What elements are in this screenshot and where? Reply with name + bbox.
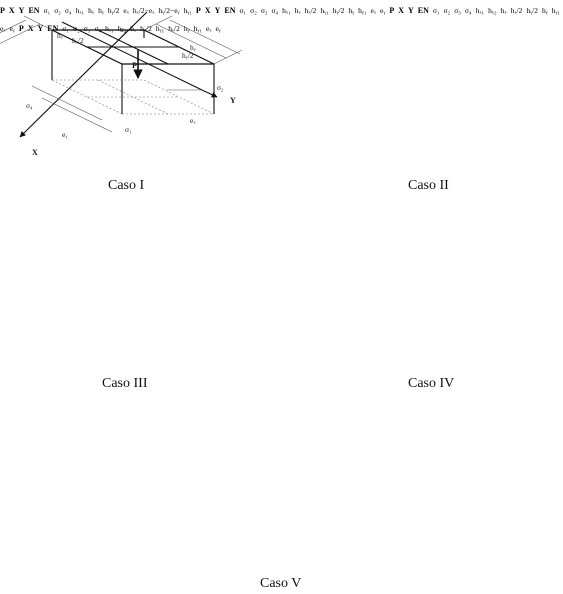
sigma4-label-4: σ₄ [464, 6, 472, 15]
case-5-diagram: P X Y EN σ₁ σ₂ σ₃ σ₄ hₓ₁ hₓ₂ hₓ hₓ/2 hᵧ₁… [19, 18, 221, 35]
hy-label-2: hᵧ [98, 6, 104, 15]
hx2-label-3: hₓ/2 [304, 6, 317, 15]
neutral-axis-label-3: EN [224, 6, 236, 15]
axis-y-label-2: Y [18, 6, 25, 15]
hy-label-5: hᵧ [183, 24, 190, 33]
hy-label-4: hᵧ [541, 6, 548, 15]
case-2-diagram: P X Y EN σ₁ σ₂ σ₄ hₓ₁ hₓ hᵧ hᵧ/2 eₓ hₓ/2… [0, 0, 196, 17]
hx1-label-4: hₓ₁ [475, 6, 485, 15]
hx2-label-5: hₓ₂ [117, 24, 127, 33]
ex-label-1: eₓ [190, 116, 196, 125]
sigma3-label-3: σ₃ [260, 6, 268, 15]
hy1-label-3: hᵧ₁ [320, 6, 329, 15]
axis-y-label-3: Y [214, 6, 221, 15]
axis-y-label-5: Y [37, 24, 44, 33]
sigma2-label-2: σ₂ [54, 6, 61, 15]
hy2-label-4: hᵧ/2 [526, 6, 538, 15]
axis-x-label-2: X [8, 6, 15, 15]
ey-label-5: eᵧ [215, 24, 221, 33]
ex-label-4: eₓ [0, 24, 6, 33]
axis-x-label-4: X [398, 6, 404, 15]
hy1-label-4: hᵧ₁ [551, 6, 561, 15]
axis-x-label-3: X [204, 6, 211, 15]
hy2-label-3: hᵧ/2 [332, 6, 345, 15]
hx2-label-1: hₓ/2 [72, 36, 84, 45]
sigma4-label-2: σ₄ [64, 6, 72, 15]
sigma3-label-4: σ₃ [454, 6, 461, 15]
hx-label-3: hₓ [294, 6, 301, 15]
load-p-label-5: P [18, 24, 24, 33]
case-1-diagram: P X Y σ₁ σ₂ σ₃ σ₄ hₓ hₓ/2 hᵧ hᵧ/2 eₓ eᵧ [0, 12, 252, 157]
axis-x-label-1: X [32, 148, 38, 157]
hx-label-1: hₓ [57, 31, 64, 40]
ey-label-3: eᵧ [379, 6, 386, 15]
hy2-label-1: hᵧ/2 [182, 51, 194, 61]
hx1-label-5: hₓ₁ [105, 24, 114, 33]
hy-label-1: hᵧ [190, 43, 196, 53]
sigma1-label-1: σ₁ [125, 125, 132, 134]
hy2-label-2: hᵧ/2 [107, 6, 120, 15]
sigma1-label-4: σ₁ [432, 6, 440, 15]
case-4-diagram: P X Y EN σ₁ σ₂ σ₃ σ₄ hₓ₁ hₓ₂ hₓ hₓ/2 hᵧ/… [0, 0, 560, 35]
sigma1-label-2: σ₁ [43, 6, 51, 15]
case-4-caption: Caso IV [408, 376, 455, 391]
neutral-axis-label-4: EN [417, 6, 429, 15]
hx2b-label-4: hₓ/2 [510, 6, 523, 15]
axis-y-label-4: Y [407, 6, 414, 15]
axis-y-label-1: Y [230, 96, 236, 105]
hx-label-5: hₓ [130, 24, 137, 33]
ex-label-5: eₓ [205, 24, 212, 33]
hy1b-label-3: hᵧ₁ [358, 6, 367, 15]
hx1-label-2: hₓ₁ [75, 6, 85, 15]
sigma4-label-1: σ₄ [26, 101, 33, 110]
load-p-label-2: P [0, 6, 5, 15]
hx1-label-3: hₓ₁ [282, 6, 291, 15]
hy2-label-5: hᵧ/2 [168, 24, 180, 33]
sigma1-label-3: σ₁ [239, 6, 247, 15]
hx2b-label-5: hₓ/2 [140, 24, 152, 33]
sigma3-label-5: σ₃ [83, 24, 91, 33]
hy1-label-2: hᵧ₁ [183, 6, 192, 15]
hy2-ey-label-2: hᵧ/2−eᵧ [158, 6, 180, 15]
hy1b-label-5: hᵧ₁ [193, 24, 202, 33]
sigma1-label-5: σ₁ [62, 24, 70, 33]
ex-label-2: eₓ [123, 6, 129, 15]
sigma2-label-3: σ₂ [250, 6, 257, 15]
sigma3-label-1: σ₃ [120, 25, 127, 34]
ey-label-4: eᵧ [9, 24, 15, 33]
case-3-caption: Caso III [102, 376, 148, 391]
neutral-axis-label-2: EN [28, 6, 40, 15]
sigma2-label-1: σ₂ [217, 83, 224, 92]
hx-label-2: hₓ [88, 6, 95, 15]
case-2-caption: Caso II [408, 178, 449, 193]
neutral-axis-label-5: EN [47, 24, 59, 33]
case-3-diagram: P X Y EN σ₁ σ₂ σ₃ σ₄ hₓ₁ hₓ hₓ/2 hᵧ₁ hᵧ/… [196, 0, 389, 17]
sigma4-label-5: σ₄ [94, 24, 102, 33]
load-p-label-3: P [195, 6, 201, 15]
load-p-label-4: P [389, 6, 395, 15]
hy1-label-5: hᵧ₁ [155, 24, 165, 33]
sigma2-label-4: σ₂ [443, 6, 451, 15]
ex-label-3: eₓ [370, 6, 376, 15]
case-1-caption: Caso I [108, 178, 145, 193]
ey-label-1: eᵧ [62, 130, 67, 140]
sigma4-label-3: σ₄ [271, 6, 279, 15]
hy-label-3: hᵧ [348, 6, 355, 15]
load-p-label-1: P [132, 61, 137, 70]
hx-label-4: hₓ [500, 6, 507, 15]
hx2-label-4: hₓ₂ [488, 6, 497, 15]
hx2-ex-label-2: hₓ/2−eₓ [132, 6, 155, 15]
case-5-caption: Caso V [260, 576, 302, 591]
